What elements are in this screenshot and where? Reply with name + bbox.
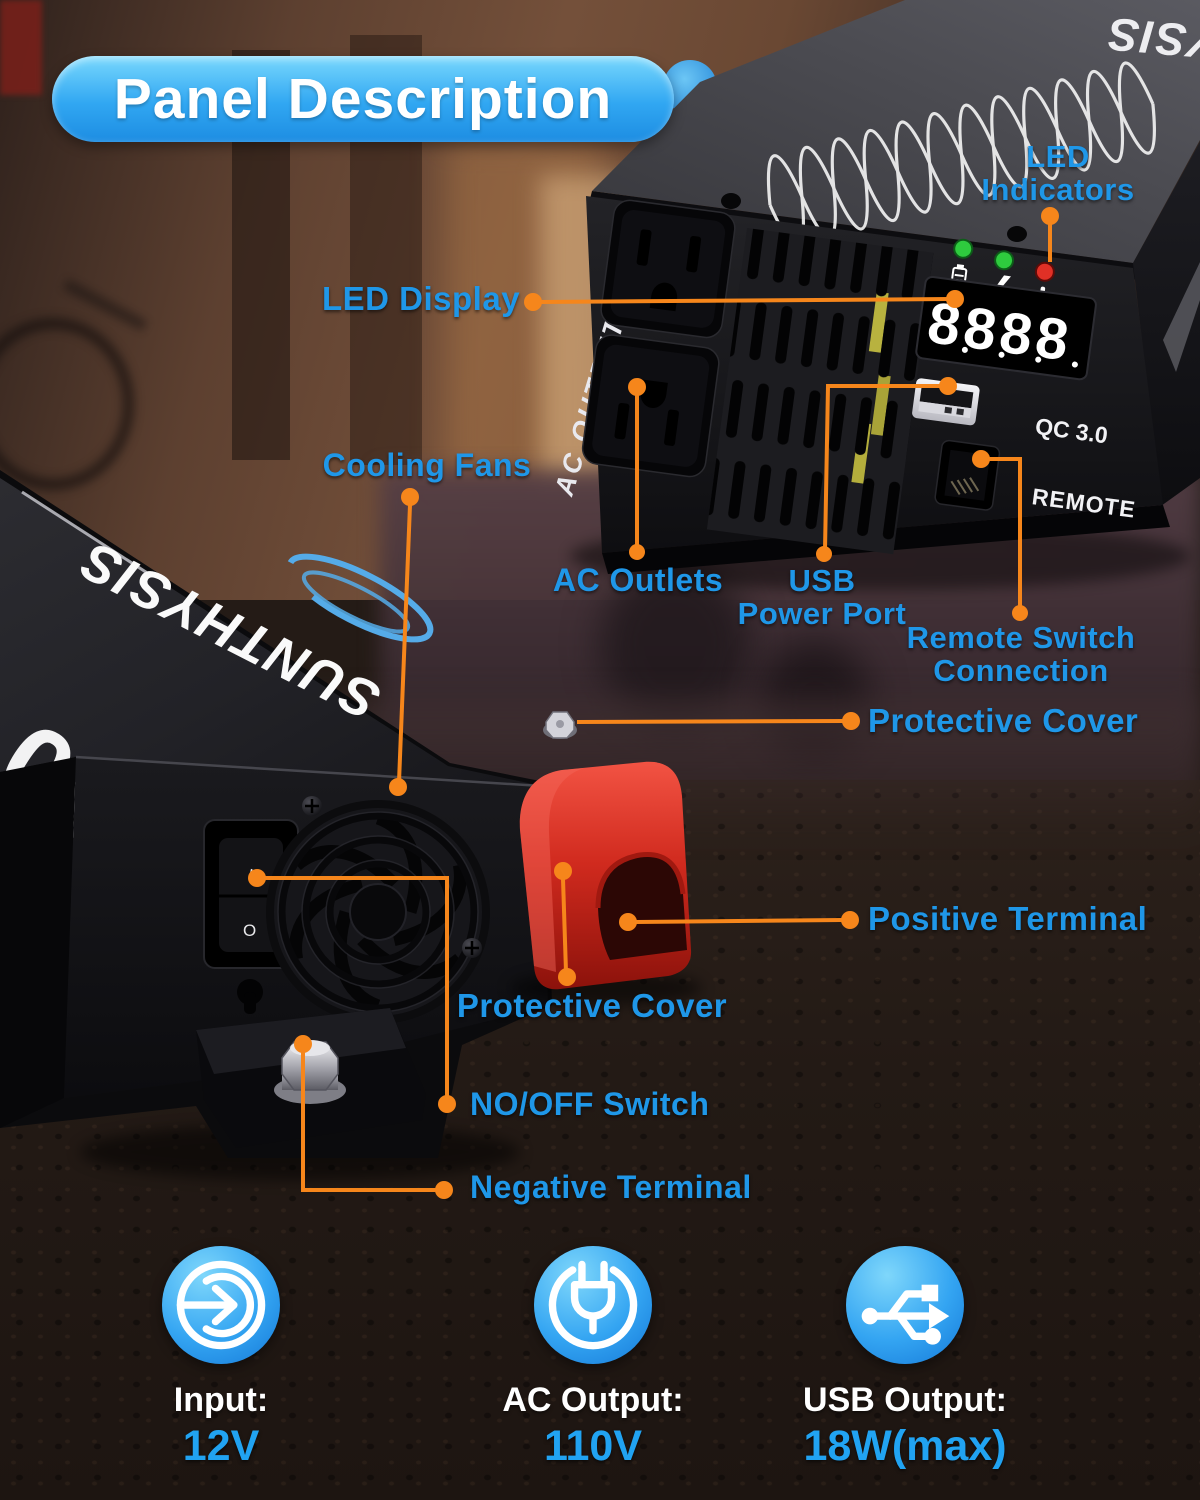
callout-usb-power-port: USB Power Port	[738, 564, 907, 630]
device-left-face	[0, 757, 76, 1128]
screw	[1007, 226, 1027, 242]
cooling-fan	[266, 800, 490, 1024]
ac-plug-icon	[534, 1246, 652, 1364]
leader-ac-outlets	[628, 378, 646, 560]
device-top-face	[0, 478, 542, 786]
usb-icon	[846, 1246, 964, 1364]
keyhole-mount	[237, 979, 263, 1014]
callout-ac-outlets: AC Outlets	[553, 564, 723, 597]
callout-label: Remote Switch	[906, 620, 1136, 655]
ac-outlet-upper	[600, 199, 736, 339]
vent-grille	[706, 227, 934, 555]
callout-label: AC Outlets	[552, 562, 724, 598]
negative-terminal	[196, 1008, 426, 1148]
callout-protective-cover-bottom: Protective Cover	[457, 989, 727, 1022]
charge-led	[994, 250, 1015, 271]
cover-highlight	[519, 768, 584, 972]
switch-off-mark: O	[243, 921, 256, 940]
battery-led	[953, 238, 974, 259]
brand-swoosh	[286, 553, 434, 643]
leader-protective-cover-bottom	[554, 862, 576, 986]
spec-value: 110V	[543, 1422, 643, 1470]
leader-cooling-fans	[389, 488, 419, 796]
callout-label: Power Port	[737, 596, 907, 631]
callout-no-off-switch: NO/OFF Switch	[470, 1088, 709, 1121]
cover-opening	[598, 854, 687, 960]
leader-usb-port	[816, 377, 957, 562]
background-bicycle-wheel	[0, 318, 134, 490]
leader-negative-terminal	[294, 1035, 453, 1199]
spec-label: USB Output:	[803, 1381, 1007, 1419]
dc-input-icon	[162, 1246, 280, 1364]
screw	[302, 796, 322, 816]
edge-highlight	[21, 490, 153, 578]
callout-cooling-fans: Cooling Fans	[323, 449, 532, 482]
spec-label: Input:	[173, 1381, 269, 1419]
callout-label: LED Display	[322, 280, 521, 317]
cover-opening-lip	[595, 851, 686, 909]
background-red-patch	[0, 0, 42, 95]
screw	[462, 938, 482, 958]
spec-label: AC Output:	[502, 1381, 684, 1419]
leader-positive-terminal	[619, 911, 859, 931]
callout-negative-terminal: Negative Terminal	[470, 1171, 752, 1204]
callout-label: Cooling Fans	[322, 447, 532, 483]
spec-value: 12V	[182, 1422, 260, 1470]
title-banner: Panel Description	[52, 56, 674, 142]
callout-label: Protective Cover	[868, 702, 1139, 739]
callout-label: Protective Cover	[456, 987, 728, 1024]
screw	[721, 193, 741, 209]
device-right-face	[1133, 142, 1200, 506]
callout-label: Indicators	[981, 172, 1135, 207]
rear-panel-content: AC OUTPUT	[549, 199, 1137, 555]
spec-value: 18W(max)	[803, 1422, 1007, 1470]
callout-protective-cover-top: Protective Cover	[868, 704, 1138, 737]
callout-label: USB	[788, 563, 856, 598]
callout-led-display: LED Display	[322, 282, 520, 315]
callout-remote-switch-connection: Remote Switch Connection	[907, 621, 1136, 687]
positive-terminal-cover	[510, 761, 702, 1005]
device-right-stripe	[1163, 262, 1200, 372]
leader-led-indicators	[1041, 207, 1059, 262]
leader-protective-cover-top	[576, 712, 860, 730]
spec-usb-output: USB Output: 18W(max)	[740, 1246, 1070, 1471]
callout-positive-terminal: Positive Terminal	[868, 902, 1147, 935]
callout-label: Connection	[933, 653, 1109, 688]
callout-label: Negative Terminal	[470, 1169, 752, 1205]
usb-port	[912, 378, 980, 426]
page-title: Panel Description	[113, 67, 613, 131]
callout-label: NO/OFF Switch	[470, 1086, 710, 1122]
leader-remote	[972, 450, 1028, 621]
panel-edge	[75, 755, 543, 788]
callout-led-indicators: LED Indicators	[981, 140, 1134, 206]
ac-outlet-lower	[581, 334, 720, 478]
fault-led	[1034, 261, 1055, 282]
leader-lines	[248, 207, 1059, 1199]
spec-ac-output: AC Output: 110V	[428, 1246, 758, 1471]
inverter-front-view: SUNTHYSIS 1200 I O	[0, 470, 577, 1180]
leader-led-display	[524, 290, 964, 311]
spec-input: Input: 12V	[56, 1246, 386, 1471]
sine-wave-graphic	[766, 61, 1157, 248]
cover-bolt	[543, 711, 577, 739]
leader-no-off-switch	[248, 869, 456, 1113]
callout-label: LED	[1026, 139, 1090, 174]
callout-label: Positive Terminal	[868, 900, 1148, 937]
remote-jack	[934, 439, 1001, 511]
